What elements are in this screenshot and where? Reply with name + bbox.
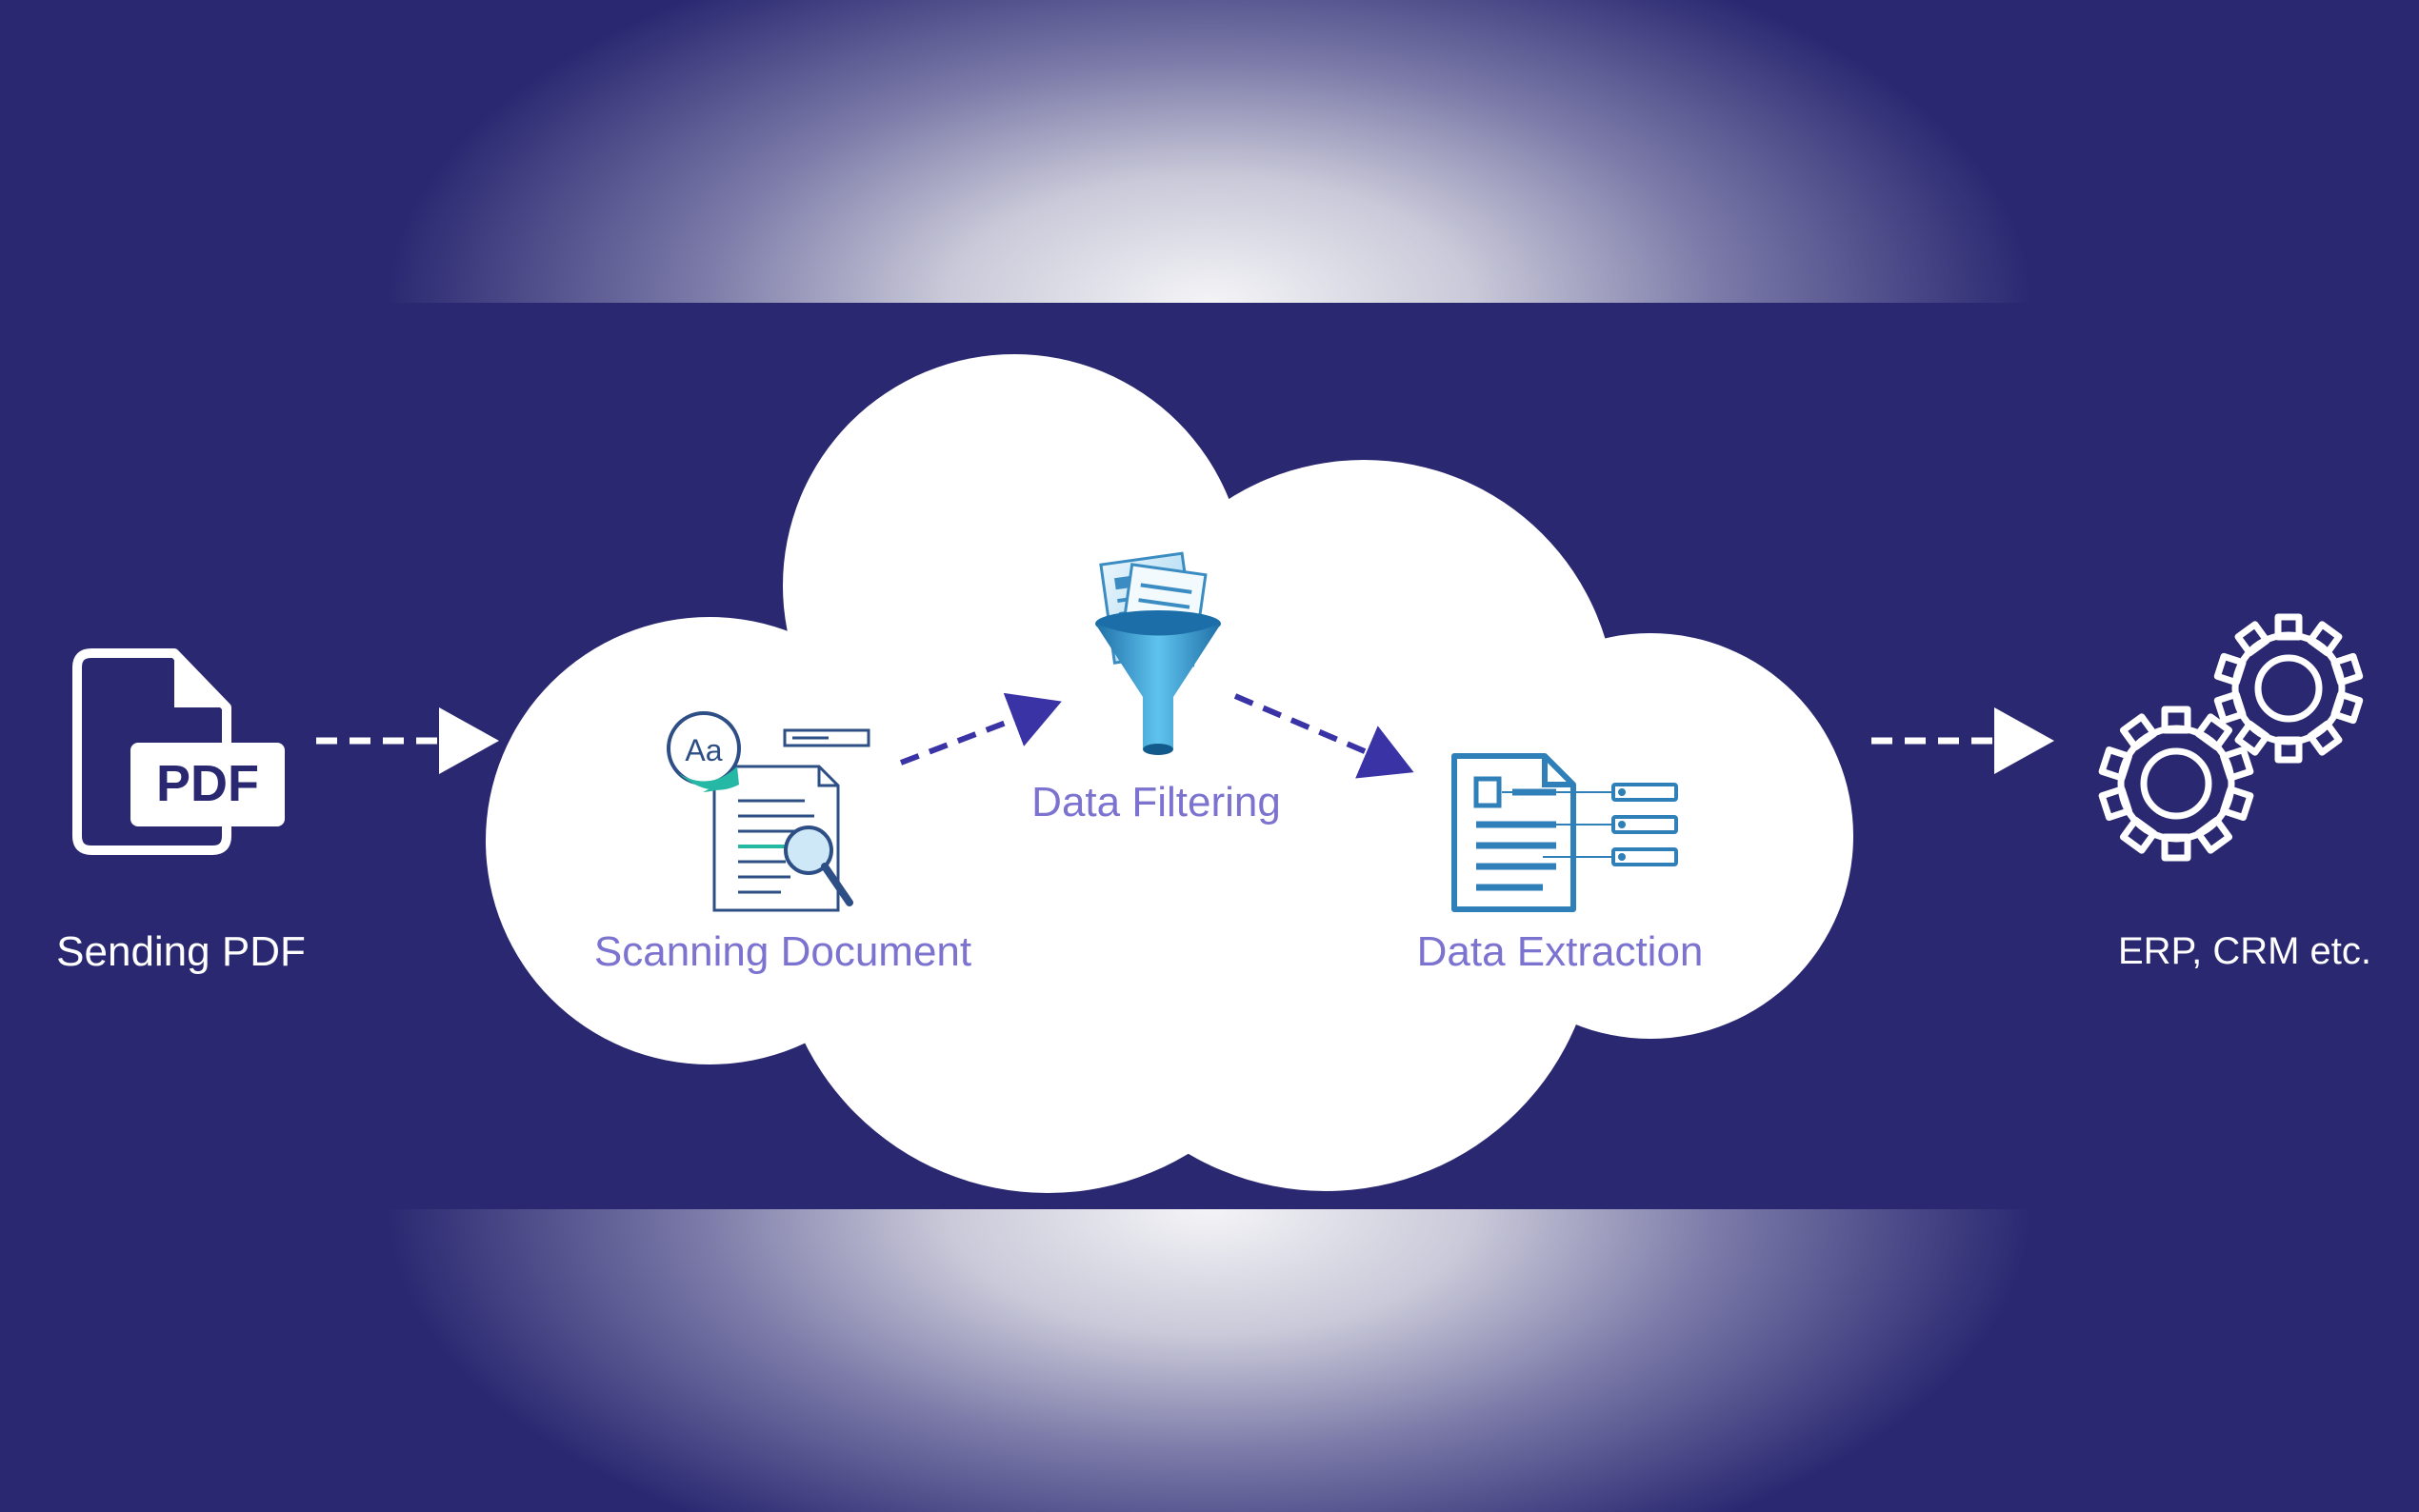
gears-icon [2098, 613, 2364, 862]
erp-crm-label: ERP, CRM etc. [2118, 930, 2371, 972]
flow-diagram: PDF Aa [0, 303, 2419, 1209]
scan-document-icon: Aa [667, 711, 870, 912]
funnel-document-icon [1095, 551, 1221, 755]
data-extraction-label: Data Extraction [1416, 928, 1704, 975]
cloud-shape [486, 354, 1853, 1193]
bottom-gradient-band [0, 1209, 2419, 1512]
pdf-badge-text: PDF [156, 755, 259, 812]
sending-pdf-label: Sending PDF [56, 928, 306, 975]
pdf-file-icon: PDF [72, 648, 285, 855]
top-gradient-band [0, 0, 2419, 303]
arrow-scanning-to-filtering [899, 692, 1062, 766]
diagram-canvas: PDF Aa [72, 354, 2364, 1193]
aa-badge-text: Aa [685, 733, 722, 767]
large-gear-icon [2098, 706, 2254, 862]
data-filtering-label: Data Filtering [1031, 779, 1281, 826]
extraction-document-icon [1451, 753, 1678, 912]
scanning-document-label: Scanning Document [593, 928, 972, 975]
small-gear-icon [2213, 613, 2364, 764]
